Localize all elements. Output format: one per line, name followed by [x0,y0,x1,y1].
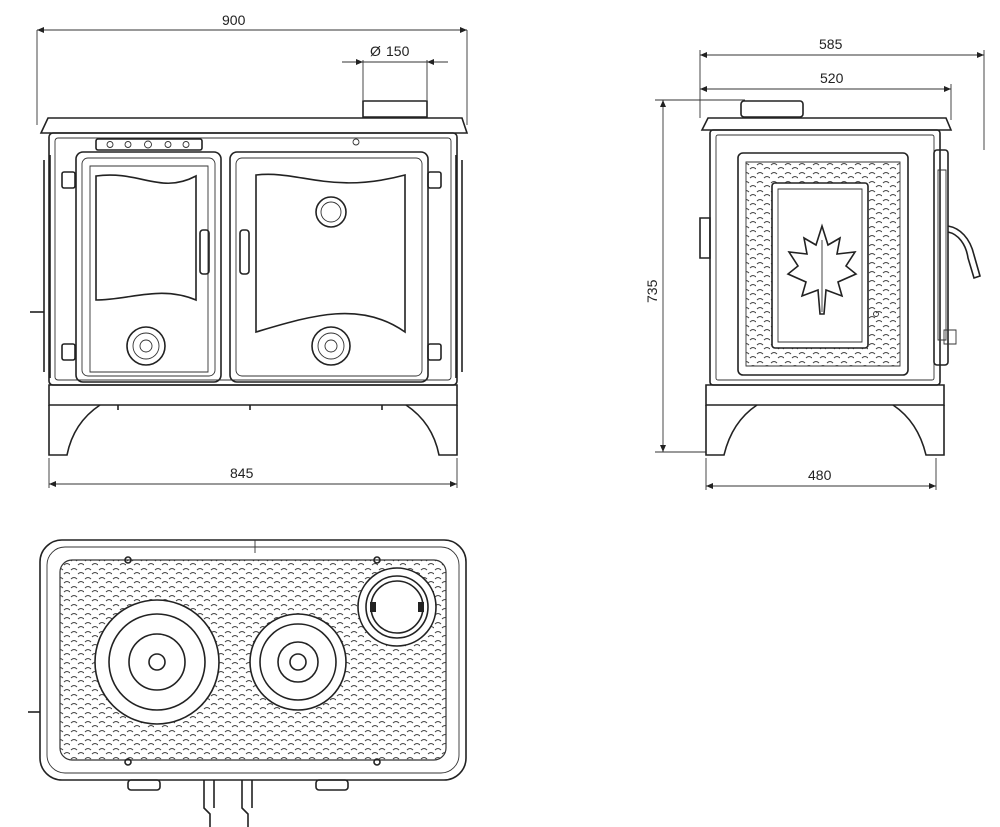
side-flue-collar [741,101,803,117]
front-left-leg [49,405,100,455]
front-base-dimension: 845 [49,458,457,488]
top-outline [40,540,466,780]
side-plinth [706,385,944,405]
oven-thermometer [316,197,346,227]
side-view: 585 520 735 [644,36,984,490]
side-door-handle [948,226,980,278]
side-base-dimension: 480 [706,458,936,490]
front-base-label: 845 [230,465,254,481]
front-view: 900 Ø 150 [30,12,467,488]
front-body [49,133,457,385]
front-top-plate [41,118,467,133]
front-plinth [49,385,457,405]
thermometer-knob [353,139,359,145]
side-height-label: 735 [644,279,660,303]
left-fire-door [76,152,221,382]
side-front-leg [893,405,944,455]
side-rear-bracket [700,218,710,258]
side-total-depth-label: 585 [819,36,843,52]
flue-collar [363,101,427,117]
right-door-handle [240,230,249,274]
side-top-plate [702,118,951,130]
top-view [28,540,466,827]
side-panel [738,153,908,375]
side-body-depth-dimension: 520 [700,70,951,120]
side-body-depth-label: 520 [820,70,844,86]
top-left-handle [204,780,214,827]
large-hotplate [95,600,219,724]
side-door-edge [934,150,948,365]
side-total-depth-dimension: 585 [700,36,984,150]
front-width-label: 900 [222,12,246,28]
small-hotplate [250,614,346,710]
side-rear-leg [706,405,757,455]
top-right-handle [242,780,252,827]
right-oven-door [230,152,428,382]
left-door-handle [200,230,209,274]
flue-opening [358,568,436,646]
flue-diameter-label: 150 [386,43,410,59]
control-strip [96,139,202,150]
front-width-dimension: 900 [37,12,467,125]
front-right-leg [406,405,457,455]
flue-diameter-symbol: Ø [370,43,381,59]
top-front-knob-right [316,780,348,790]
side-height-dimension: 735 [644,100,745,452]
top-front-knob-left [128,780,160,790]
flue-diameter-dimension: Ø 150 [342,43,448,100]
side-base-label: 480 [808,467,832,483]
